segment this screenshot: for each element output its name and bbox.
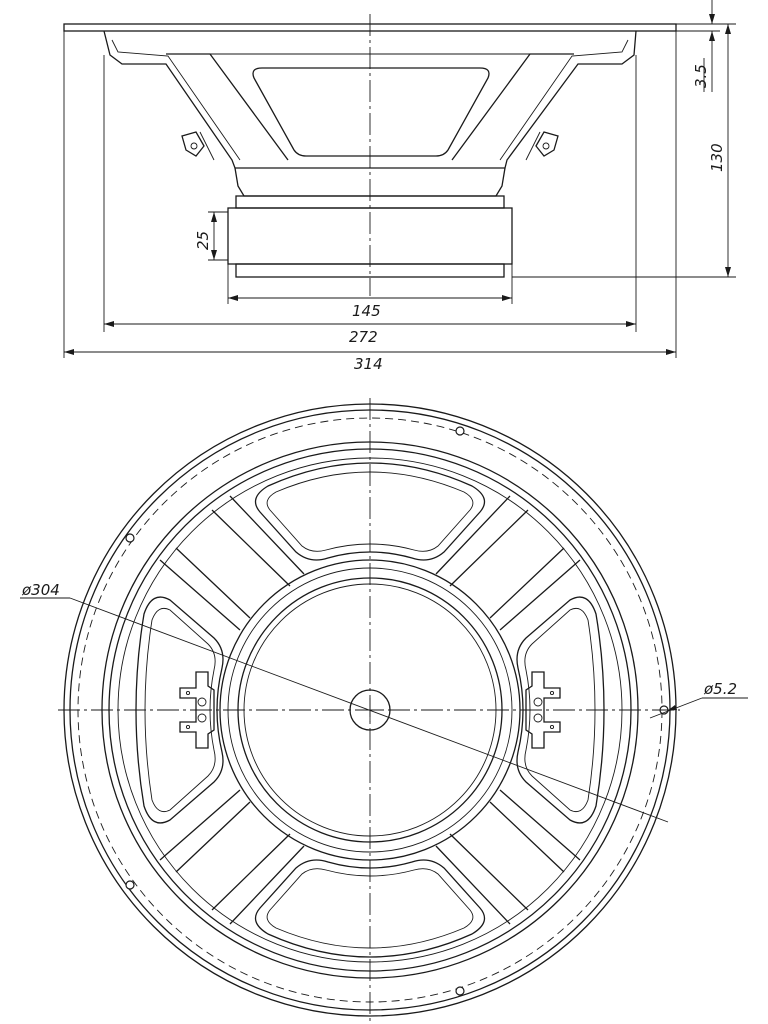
side-view (63, 14, 736, 358)
side-basket-outer (103, 30, 637, 169)
dim-total-depth: 130 (708, 143, 726, 172)
mount-hole (125, 880, 135, 890)
dimension-25: 25 (194, 212, 217, 260)
dimension-272: 272 (104, 321, 636, 346)
front-window-left (135, 596, 224, 824)
dimension-130: 130 (708, 24, 731, 277)
side-terminal-right (525, 131, 559, 161)
mount-hole (125, 533, 135, 543)
front-spokes (159, 495, 581, 925)
dim-basket-width: 272 (349, 328, 378, 346)
dim-magnet-height: 25 (194, 231, 212, 250)
dim-mounting-hole: ø5.2 (703, 680, 737, 698)
mount-hole (455, 986, 465, 996)
mount-hole (455, 426, 465, 436)
front-window-bottom (254, 859, 486, 958)
dim-magnet-width: 145 (352, 302, 381, 320)
dimension-145: 145 (228, 295, 512, 320)
dim-overall-width: 314 (354, 355, 383, 373)
dimension-3-5: 3.5 (692, 0, 715, 92)
front-terminal-left (179, 671, 215, 749)
front-window-top (254, 462, 486, 561)
side-basket-window (252, 67, 490, 157)
front-view (58, 398, 680, 1022)
front-window-right (516, 596, 605, 824)
dim-flange-thickness: 3.5 (692, 64, 710, 88)
dimension-d304: ø304 (20, 581, 669, 823)
side-basket-inner (111, 39, 629, 161)
dim-frame-diameter: ø304 (21, 581, 60, 599)
dimension-d5-2: ø5.2 (649, 680, 748, 719)
front-terminal-right (525, 671, 561, 749)
side-terminal-left (181, 131, 215, 161)
dimension-314: 314 (64, 349, 676, 373)
